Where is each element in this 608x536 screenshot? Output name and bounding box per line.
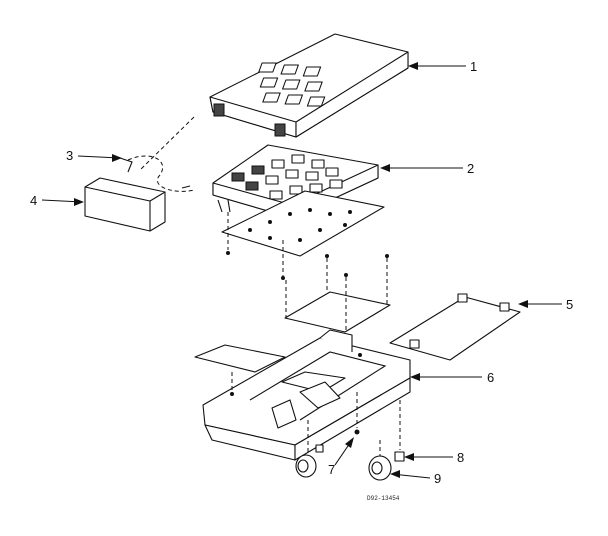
callout-4: 4 (30, 193, 37, 208)
cover-key-openings (258, 62, 326, 107)
part-6-base-housing (194, 329, 411, 461)
part-2-keyboard-assembly (212, 144, 385, 257)
callout-labels: 1 2 3 4 5 6 7 8 9 D92-13454 (30, 59, 573, 502)
callout-5: 5 (566, 297, 573, 312)
part-1-top-cover (209, 33, 409, 138)
callout-6: 6 (487, 370, 494, 385)
middle-plate (281, 254, 391, 333)
part-8-foot-pad (394, 400, 405, 462)
part-5-side-cover (389, 293, 521, 361)
assembly-guide-lines (139, 116, 284, 276)
part-4-end-block (84, 177, 166, 232)
callout-7: 7 (328, 462, 335, 477)
callout-9: 9 (434, 471, 441, 486)
callout-1: 1 (470, 59, 477, 74)
circuit-board-holes (248, 208, 352, 242)
part-7-screw (354, 392, 360, 435)
leader-lines (41, 62, 562, 479)
part-9-round-feet (295, 420, 392, 481)
part-3-spring-clip (119, 155, 196, 192)
callout-3: 3 (66, 148, 73, 163)
keyboard-keys (231, 154, 343, 200)
callout-8: 8 (457, 450, 464, 465)
callout-2: 2 (467, 161, 474, 176)
drawing-code: D92-13454 (367, 495, 400, 502)
